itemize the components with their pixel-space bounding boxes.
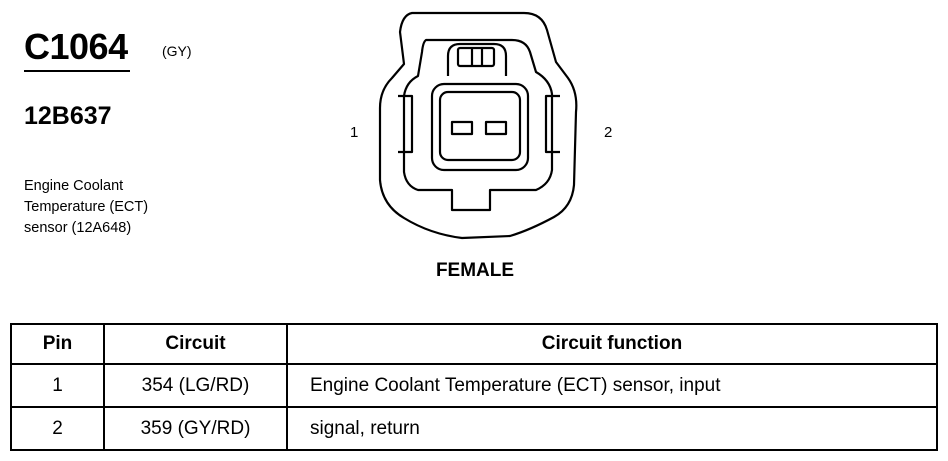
description-line: sensor (12A648) [24, 220, 132, 236]
pin-cell: 2 [10, 406, 105, 451]
table-row: 2 359 (GY/RD) signal, return [10, 406, 938, 451]
side-rail-right [544, 94, 560, 154]
connector-color-code: (GY) [162, 43, 192, 59]
pin-cell: 1 [10, 363, 105, 408]
connector-id: C1064 [24, 26, 128, 67]
connector-inner-housing [402, 38, 554, 212]
terminal-pin-2 [484, 120, 508, 136]
column-header-circuit-function: Circuit function [286, 323, 938, 365]
column-header-pin: Pin [10, 323, 105, 365]
connector-id-underline [24, 70, 130, 72]
connector-face-diagram [378, 11, 578, 240]
column-header-circuit: Circuit [103, 323, 288, 365]
table-header-row: Pin Circuit Circuit function [10, 323, 938, 365]
locking-tab [446, 42, 508, 76]
circuit-cell: 359 (GY/RD) [103, 406, 288, 451]
description-line: Engine Coolant [24, 178, 124, 194]
connector-description: Engine Coolant Temperature (ECT) sensor … [24, 176, 224, 239]
connector-outer-housing [378, 11, 578, 240]
locking-tab-latch [456, 46, 496, 68]
terminal-pin-1 [450, 120, 474, 136]
side-rail-left [398, 94, 414, 154]
pin-1-label: 1 [350, 124, 359, 141]
terminal-cavity-frame [430, 82, 530, 172]
pinout-table: Pin Circuit Circuit function 1 354 (LG/R… [10, 323, 938, 451]
connector-gender-label: FEMALE [435, 260, 515, 281]
part-number: 12B637 [24, 102, 112, 130]
table-row: 1 354 (LG/RD) Engine Coolant Temperature… [10, 363, 938, 408]
terminal-cavity-inner [438, 90, 522, 162]
description-line: Temperature (ECT) [24, 199, 149, 215]
circuit-function-cell: signal, return [286, 406, 938, 451]
circuit-function-cell: Engine Coolant Temperature (ECT) sensor,… [286, 363, 938, 408]
circuit-cell: 354 (LG/RD) [103, 363, 288, 408]
pin-2-label: 2 [604, 124, 613, 141]
